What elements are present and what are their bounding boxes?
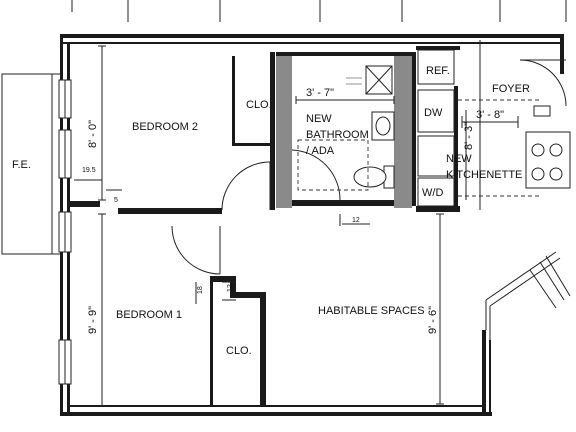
habitable-height-dimension: 9' - 6" [427, 306, 439, 334]
dishwasher-label: DW [424, 107, 443, 119]
bathroom-label-line2: BATHROOM [306, 129, 369, 141]
foyer-label: FOYER [492, 83, 530, 95]
fire-escape-label: F.E. [12, 159, 31, 171]
dimension-12b: 12 [227, 284, 234, 292]
dimension-12: 12 [352, 217, 360, 224]
kitchenette-label-line2: KITCHENETTE [446, 169, 522, 181]
kitchen-fixtures [417, 40, 571, 210]
kitchenette-label-line1: NEW [446, 153, 472, 165]
kitchenette-vertical-dimension: 8' - 3" [463, 122, 475, 150]
bedroom-1-label: BEDROOM 1 [116, 309, 182, 321]
door-swings [171, 59, 567, 275]
bathroom-fixtures [297, 65, 395, 191]
foyer-width-dimension: 3' - 8" [476, 109, 504, 121]
fire-escape [1, 73, 62, 255]
bay-window [485, 251, 571, 340]
windows-left [58, 79, 72, 385]
dimension-19-5: 19.5 [82, 167, 96, 174]
bathroom-label-line3: / ADA [306, 145, 335, 157]
bathroom-label-line1: NEW [306, 113, 332, 125]
dimension-lines [74, 45, 519, 407]
washer-dryer-label: W/D [422, 187, 443, 199]
dimension-5: 5 [114, 197, 118, 204]
bedroom-2-label: BEDROOM 2 [132, 121, 198, 133]
bedroom-2-height-dimension: 8' - 0" [87, 120, 99, 148]
interior-walls [70, 34, 564, 406]
closet-bottom-label: CLO. [226, 345, 252, 357]
bath-width-dimension: 3' - 7" [306, 87, 334, 99]
habitable-spaces-label: HABITABLE SPACES [318, 305, 425, 317]
dimension-18: 18 [197, 286, 204, 294]
top-edge-lines [71, 0, 567, 22]
closet-top-label: CLO. [246, 99, 272, 111]
refrigerator-label: REF. [426, 65, 450, 77]
bedroom-1-height-dimension: 9' - 9" [87, 306, 99, 334]
